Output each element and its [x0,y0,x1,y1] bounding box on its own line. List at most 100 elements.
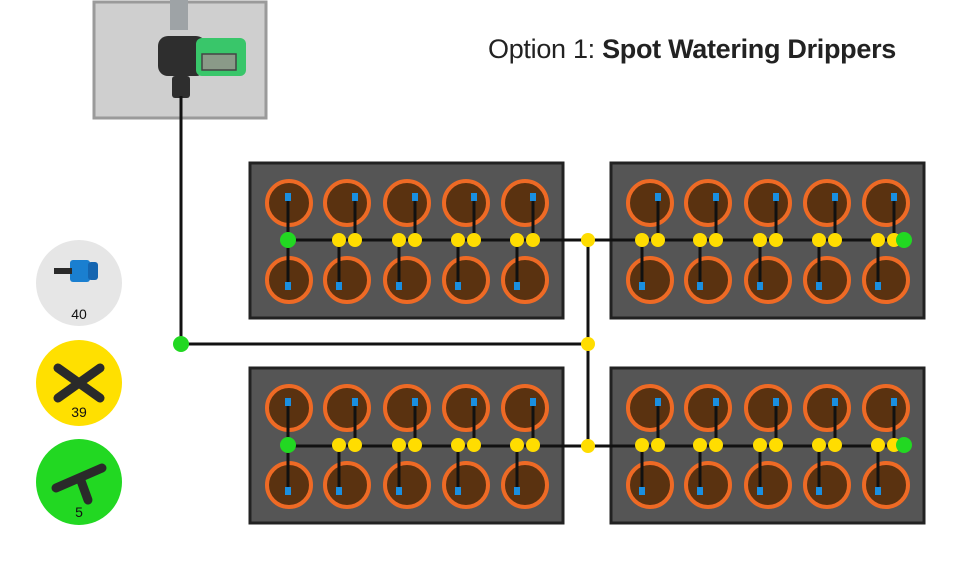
dripper [655,193,661,201]
cross-connector [451,438,465,452]
cross-connector [581,337,595,351]
cross-connector [635,438,649,452]
cross-connector [812,233,826,247]
dripper [891,193,897,201]
plant-pot [862,256,910,304]
plant-pot [684,384,732,432]
timer-display [201,53,237,71]
dripper [891,398,897,406]
tee-connector-icon [51,463,107,505]
plant-pot [501,461,549,509]
timer-outlet [172,76,190,98]
dripper [471,398,477,406]
cross-connector [467,438,481,452]
plant-pot [501,179,549,227]
cross-connector [769,438,783,452]
dripper [655,398,661,406]
dripper [455,282,461,290]
dripper [396,487,402,495]
dripper [816,487,822,495]
plant-pot [684,461,732,509]
tee-connector [896,232,912,248]
dripper [713,193,719,201]
cross-connector [348,438,362,452]
cross-connector [651,438,665,452]
cross-connector [408,438,422,452]
dripper [412,193,418,201]
tee-connector [280,437,296,453]
dripper [285,193,291,201]
cross-connector [828,233,842,247]
plant-pot [744,179,792,227]
page-title: Option 1: Spot Watering Drippers [488,34,896,65]
dripper [455,487,461,495]
tee-connector [280,232,296,248]
dripper [757,487,763,495]
cross-connector [635,233,649,247]
cross-connector [581,233,595,247]
cross-connector [408,233,422,247]
dripper [697,282,703,290]
plant-pot [383,461,431,509]
plant-pot [626,256,674,304]
cross-connector [709,438,723,452]
cross-connector-count: 39 [71,404,87,420]
dripper [471,193,477,201]
dripper-icon [70,260,90,282]
plant-pot [626,384,674,432]
plant-pot [684,179,732,227]
cross-connector [348,233,362,247]
plant-pot [442,384,490,432]
dripper [530,193,536,201]
dripper [412,398,418,406]
cross-connector [651,233,665,247]
cross-connector [467,233,481,247]
tee-connector-count: 5 [75,504,83,520]
plant-pot [501,256,549,304]
cross-connector [392,438,406,452]
plant-pot [501,384,549,432]
tee-connector [896,437,912,453]
dripper-icon-stem [54,268,72,274]
cross-connector [828,438,842,452]
dripper [773,193,779,201]
cross-connector [526,438,540,452]
plant-pot [323,461,371,509]
dripper [832,398,838,406]
dripper [639,487,645,495]
dripper-count: 40 [71,306,87,322]
plant-pot [383,179,431,227]
dripper [757,282,763,290]
dripper [336,487,342,495]
dripper [285,398,291,406]
dripper-icon-cap [88,262,98,280]
dripper [336,282,342,290]
cross-connector [510,438,524,452]
dripper [713,398,719,406]
dripper [285,487,291,495]
dripper [773,398,779,406]
dripper [875,487,881,495]
plant-pot [626,461,674,509]
plant-pot [442,256,490,304]
plant-pot [744,461,792,509]
dripper [832,193,838,201]
plant-pot [862,461,910,509]
cross-connector-icon [53,363,105,403]
dripper [875,282,881,290]
dripper [530,398,536,406]
cross-connector [451,233,465,247]
dripper [816,282,822,290]
plant-pot [803,461,851,509]
dripper-legend-circle [36,240,122,326]
plant-pot [323,179,371,227]
plant-pot [862,384,910,432]
dripper [352,398,358,406]
plant-pot [684,256,732,304]
plant-pot [803,256,851,304]
cross-connector [769,233,783,247]
cross-connector [871,438,885,452]
dripper [396,282,402,290]
plant-pot [744,256,792,304]
